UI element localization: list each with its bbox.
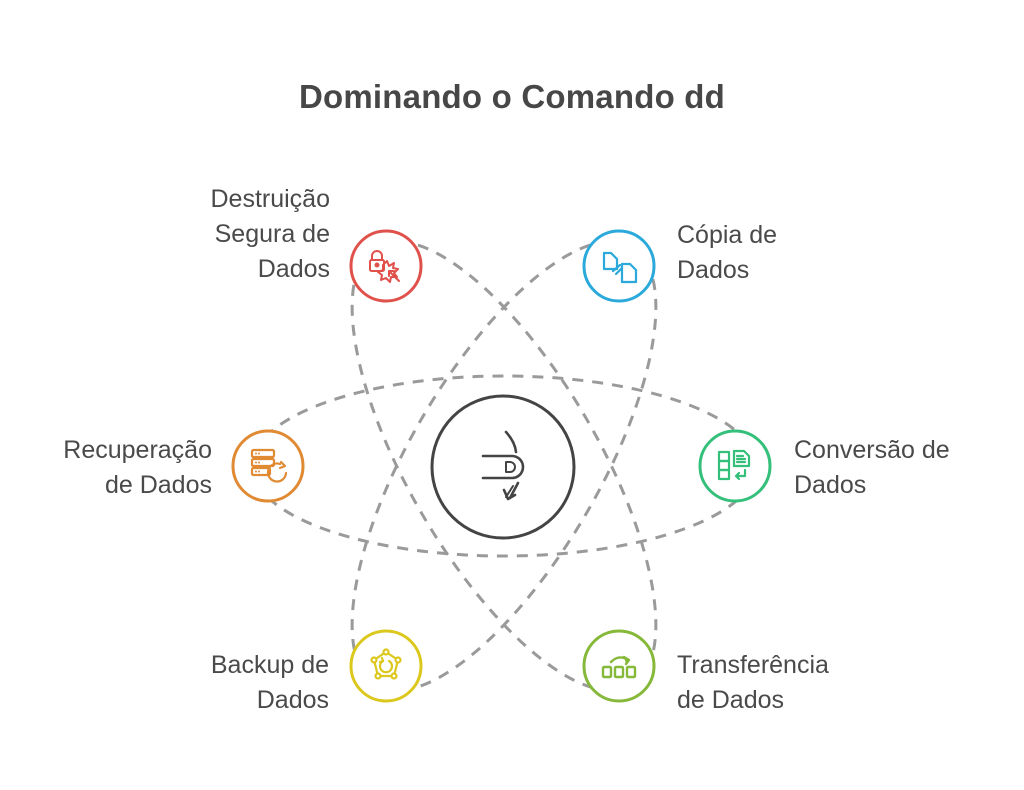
- center-node: [430, 394, 576, 540]
- lock-explosion-icon: [369, 250, 400, 283]
- node-transferencia[interactable]: [582, 629, 656, 703]
- label-line: de Dados: [677, 686, 785, 714]
- label-line: Conversão de: [794, 436, 950, 464]
- label-line: Destruição: [210, 185, 331, 213]
- server-restore-icon: [250, 448, 288, 483]
- node-destruicao[interactable]: [349, 229, 423, 303]
- label-line: Dados: [794, 471, 867, 499]
- label-line: Dados: [256, 686, 329, 714]
- label-line: Transferência: [677, 651, 829, 679]
- network-cycle-icon: [370, 648, 402, 680]
- label-line: Recuperação: [63, 436, 212, 464]
- label-line: Dados: [677, 256, 750, 284]
- label-conversao: Conversão de Dados: [794, 433, 1014, 503]
- label-line: Dados: [257, 255, 330, 283]
- node-copia[interactable]: [582, 229, 656, 303]
- label-line: Backup de: [210, 651, 329, 679]
- copy-files-icon: [602, 251, 638, 284]
- node-conversao[interactable]: [698, 429, 772, 503]
- diagram-title: Dominando o Comando dd: [298, 78, 726, 115]
- label-destruicao: Destruição Segura de Dados: [150, 182, 331, 287]
- node-backup[interactable]: [349, 629, 423, 703]
- label-backup: Backup de Dados: [130, 648, 329, 718]
- label-line: Cópia de: [677, 221, 778, 249]
- node-recuperacao[interactable]: [231, 429, 305, 503]
- finger-swipe-icon: [481, 430, 525, 501]
- label-transferencia: Transferência de Dados: [677, 648, 897, 718]
- blocks-transfer-icon: [601, 655, 637, 679]
- table-document-convert-icon: [717, 449, 751, 481]
- label-line: Segura de: [214, 220, 330, 248]
- label-recuperacao: Recuperação de Dados: [12, 433, 212, 503]
- label-line: de Dados: [104, 471, 212, 499]
- server-led-dots: [255, 452, 260, 473]
- label-copia: Cópia de Dados: [677, 218, 877, 288]
